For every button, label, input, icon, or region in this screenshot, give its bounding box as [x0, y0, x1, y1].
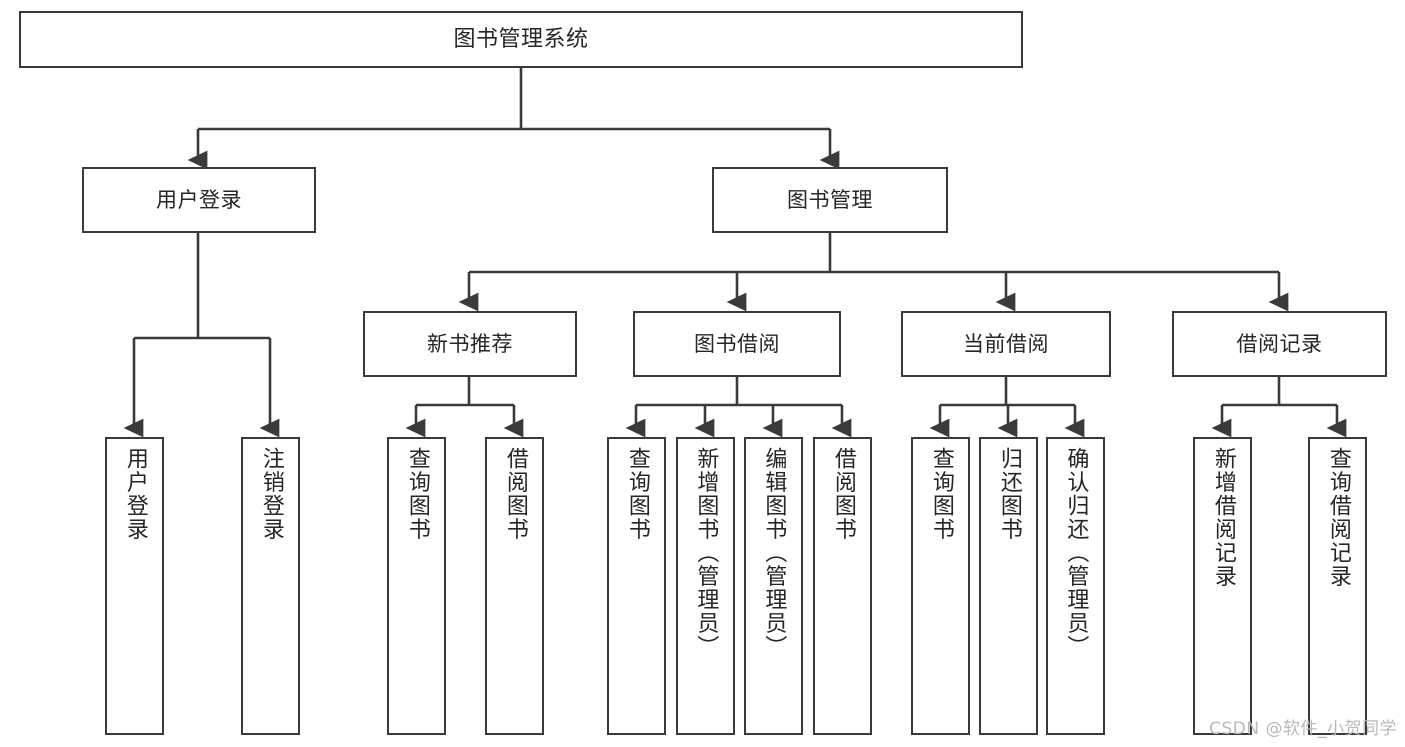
- node-leaf-edit-book[interactable]: 编辑图书（管理员）: [744, 437, 803, 735]
- node-leaf-query-book-1[interactable]: 查询图书: [387, 437, 446, 735]
- node-leaf-add-book-label: 新增图书（管理员）: [693, 447, 719, 659]
- node-book-borrow[interactable]: 图书借阅: [633, 311, 841, 377]
- node-borrow-record[interactable]: 借阅记录: [1172, 311, 1387, 377]
- node-leaf-query-book-2[interactable]: 查询图书: [607, 437, 666, 735]
- node-leaf-query-record[interactable]: 查询借阅记录: [1308, 437, 1367, 735]
- node-leaf-edit-book-label: 编辑图书（管理员）: [761, 447, 787, 659]
- node-user-login[interactable]: 用户登录: [82, 167, 316, 233]
- node-leaf-borrow-book-1-label: 借阅图书: [502, 447, 528, 541]
- node-leaf-borrow-book-2-label: 借阅图书: [830, 447, 856, 541]
- node-leaf-add-book[interactable]: 新增图书（管理员）: [676, 437, 735, 735]
- node-leaf-logout-login[interactable]: 注销登录: [241, 437, 300, 735]
- node-leaf-user-login[interactable]: 用户登录: [105, 437, 164, 735]
- node-user-login-label: 用户登录: [156, 187, 242, 212]
- node-leaf-return-book-label: 归还图书: [996, 447, 1022, 541]
- node-current-borrow[interactable]: 当前借阅: [901, 311, 1111, 377]
- node-borrow-record-label: 借阅记录: [1236, 331, 1323, 356]
- watermark-text: CSDN @软件_小贺同学: [1209, 719, 1397, 739]
- node-book-manage-label: 图书管理: [787, 187, 873, 212]
- node-leaf-query-book-2-label: 查询图书: [624, 447, 650, 541]
- node-book-borrow-label: 图书借阅: [694, 331, 780, 356]
- node-leaf-user-login-label: 用户登录: [122, 447, 148, 541]
- node-root-label: 图书管理系统: [453, 26, 589, 52]
- node-leaf-add-record-label: 新增借阅记录: [1210, 447, 1236, 588]
- node-leaf-add-record[interactable]: 新增借阅记录: [1193, 437, 1252, 735]
- node-current-borrow-label: 当前借阅: [963, 331, 1049, 356]
- node-new-book-recommend[interactable]: 新书推荐: [363, 311, 577, 377]
- node-leaf-confirm-return-label: 确认归还（管理员）: [1063, 447, 1089, 659]
- node-leaf-logout-login-label: 注销登录: [258, 447, 284, 541]
- node-leaf-borrow-book-2[interactable]: 借阅图书: [813, 437, 872, 735]
- node-leaf-query-book-3-label: 查询图书: [928, 447, 954, 541]
- node-book-manage[interactable]: 图书管理: [712, 167, 948, 233]
- node-leaf-query-record-label: 查询借阅记录: [1325, 447, 1351, 588]
- node-leaf-confirm-return[interactable]: 确认归还（管理员）: [1046, 437, 1105, 735]
- node-leaf-borrow-book-1[interactable]: 借阅图书: [485, 437, 544, 735]
- node-leaf-return-book[interactable]: 归还图书: [979, 437, 1038, 735]
- node-leaf-query-book-3[interactable]: 查询图书: [911, 437, 970, 735]
- node-new-book-recommend-label: 新书推荐: [427, 331, 513, 356]
- node-leaf-query-book-1-label: 查询图书: [404, 447, 430, 541]
- node-root[interactable]: 图书管理系统: [19, 11, 1023, 68]
